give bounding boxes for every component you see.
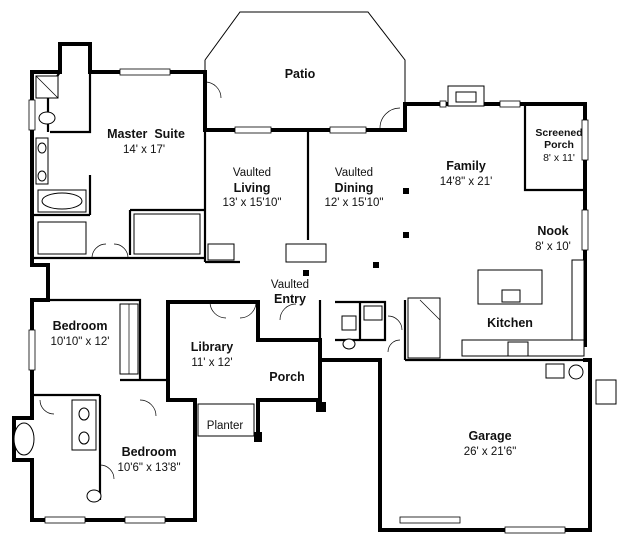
kitchen-label: Kitchen xyxy=(487,316,533,330)
planter-label: Planter xyxy=(207,420,244,432)
entry-prefix: Vaulted xyxy=(271,279,309,291)
patio-label: Patio xyxy=(285,67,316,81)
fixtures xyxy=(13,75,617,503)
nook-dims: 8' x 10' xyxy=(535,241,571,253)
library-label: Library xyxy=(191,340,233,354)
living-label: Living xyxy=(234,181,271,195)
screened-porch-label-1: Screened xyxy=(535,127,582,139)
dining-prefix: Vaulted xyxy=(335,167,373,179)
door-swings xyxy=(39,301,403,480)
garage-label: Garage xyxy=(468,429,511,443)
windows xyxy=(28,68,589,534)
screened-porch-label-2: Porch xyxy=(544,139,574,151)
family-dims: 14'8" x 21' xyxy=(440,176,493,188)
master-suite-label: Master Suite xyxy=(107,127,185,141)
family-label: Family xyxy=(446,159,486,173)
bedroom-1-label: Bedroom xyxy=(53,319,108,333)
bedroom-1-dims: 10'10" x 12' xyxy=(51,336,110,348)
dining-dims: 12' x 15'10" xyxy=(325,197,384,209)
nook-label: Nook xyxy=(537,224,568,238)
screened-porch-dims: 8' x 11' xyxy=(543,152,575,164)
entry-label: Entry xyxy=(274,292,306,306)
bedroom-2-label: Bedroom xyxy=(122,445,177,459)
dining-label: Dining xyxy=(335,181,374,195)
porch-label: Porch xyxy=(269,370,304,384)
living-dims: 13' x 15'10" xyxy=(223,197,282,209)
library-dims: 11' x 12' xyxy=(191,357,232,369)
posts xyxy=(254,188,409,442)
living-prefix: Vaulted xyxy=(233,167,271,179)
garage-dims: 26' x 21'6" xyxy=(464,446,517,458)
master-suite-dims: 14' x 17' xyxy=(123,144,165,156)
bedroom-2-dims: 10'6" x 13'8" xyxy=(117,462,180,474)
